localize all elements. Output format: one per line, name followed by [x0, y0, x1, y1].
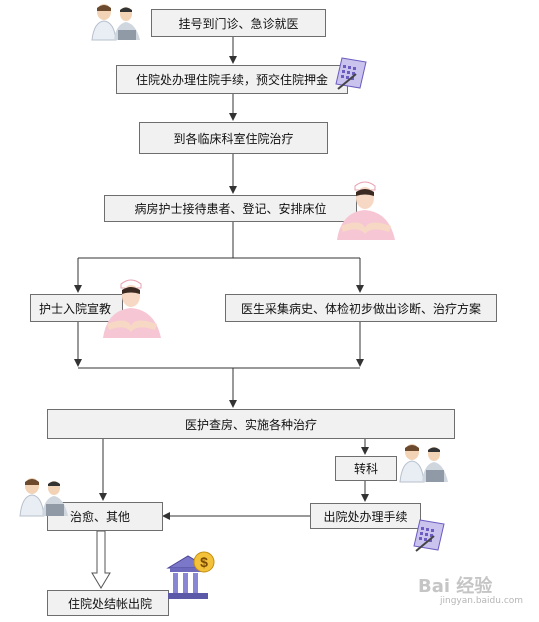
nurse-education-icon — [103, 279, 161, 338]
step-nurse-reception: 病房护士接待患者、登记、安排床位 — [104, 195, 357, 222]
nurse-reception-icon — [337, 181, 395, 240]
step-registration: 挂号到门诊、急诊就医 — [151, 9, 326, 37]
step-cured-other: 治愈、其他 — [47, 502, 163, 531]
step-ward-rounds: 医护查房、实施各种治疗 — [47, 409, 455, 439]
step-discharge-process: 出院处办理手续 — [310, 503, 421, 529]
doctor-patient-icon — [91, 4, 140, 41]
step-admission: 住院处办理住院手续，预交住院押金 — [116, 65, 348, 94]
step-doctor-diagnosis: 医生采集病史、体检初步做出诊断、治疗方案 — [225, 294, 497, 322]
baidu-watermark-url: jingyan.baidu.com — [440, 596, 524, 606]
discharge-receipt-icon — [413, 519, 445, 552]
step-transfer: 转科 — [335, 456, 397, 481]
step-nurse-education: 护士入院宣教 — [30, 294, 123, 322]
doctor-patient-cure-icon — [19, 478, 68, 517]
step-clinical-treatment: 到各临床科室住院治疗 — [139, 122, 328, 154]
bank-dollar-icon: $ — [166, 551, 215, 599]
baidu-watermark-logo: Bai 经验 — [418, 576, 493, 597]
svg-text:$: $ — [200, 554, 208, 570]
hollow-arrow-to-final — [91, 530, 111, 589]
step-final-settlement: 住院处结帐出院 — [47, 590, 169, 616]
receipt-icon — [335, 57, 367, 90]
doctor-patient-transfer-icon — [399, 444, 448, 483]
